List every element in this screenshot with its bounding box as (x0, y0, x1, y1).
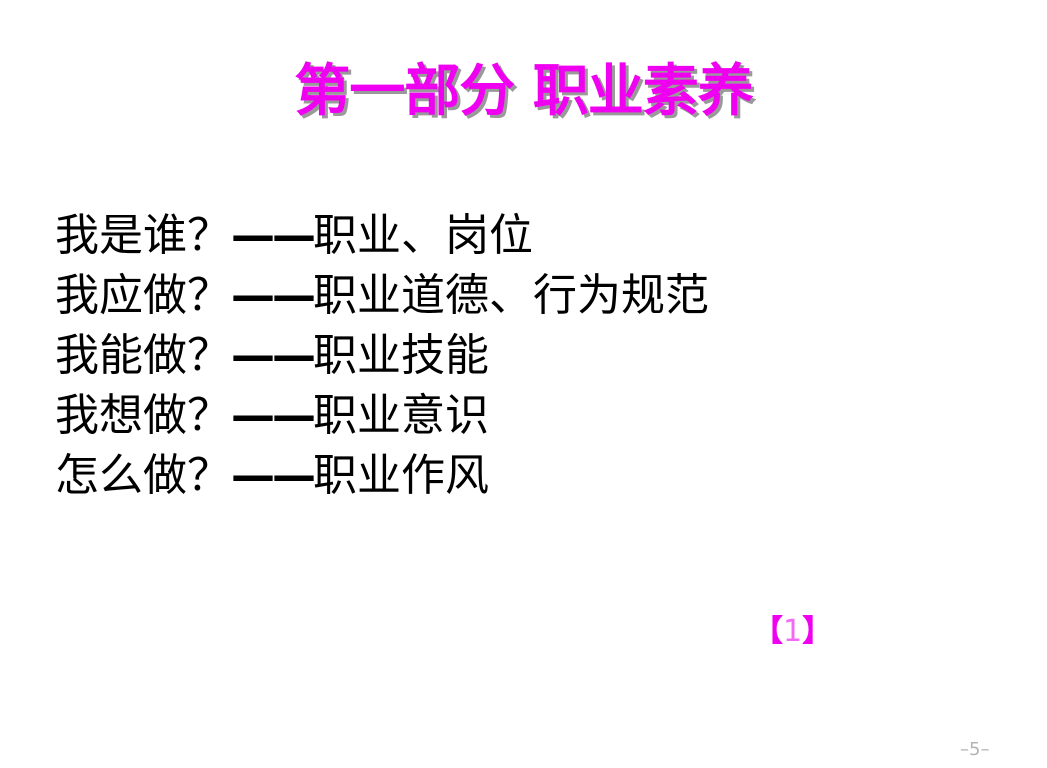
answer-text: 职业作风 (313, 450, 489, 501)
reference-number: 1 (783, 614, 803, 649)
answer-text: 职业道德、行为规范 (313, 270, 709, 321)
question-text: 我应做？ (55, 270, 231, 321)
question-text: 我能做？ (55, 330, 231, 381)
reference-link[interactable]: 【1】 (753, 612, 832, 652)
list-item: 我应做？——职业道德、行为规范 (55, 266, 709, 326)
question-text: 我想做？ (55, 390, 231, 441)
reference-open-bracket: 【 (753, 614, 783, 649)
em-dash: —— (231, 450, 316, 501)
question-text: 怎么做？ (55, 450, 231, 501)
answer-text: 职业、岗位 (313, 210, 533, 261)
list-item: 怎么做？——职业作风 (55, 446, 709, 506)
em-dash: —— (231, 390, 316, 441)
em-dash: —— (231, 270, 316, 321)
list-item: 我想做？——职业意识 (55, 386, 709, 446)
page-number: –5– (960, 739, 990, 760)
answer-text: 职业技能 (313, 330, 489, 381)
em-dash: —— (231, 330, 316, 381)
em-dash: —— (231, 210, 316, 261)
list-item: 我是谁？——职业、岗位 (55, 206, 709, 266)
reference-close-bracket: 】 (802, 614, 833, 649)
question-text: 我是谁？ (55, 210, 231, 261)
content-list: 我是谁？——职业、岗位 我应做？——职业道德、行为规范 我能做？——职业技能 我… (55, 206, 709, 506)
list-item: 我能做？——职业技能 (55, 326, 709, 386)
slide-title: 第一部分 职业素养 (294, 59, 754, 124)
answer-text: 职业意识 (313, 390, 489, 441)
